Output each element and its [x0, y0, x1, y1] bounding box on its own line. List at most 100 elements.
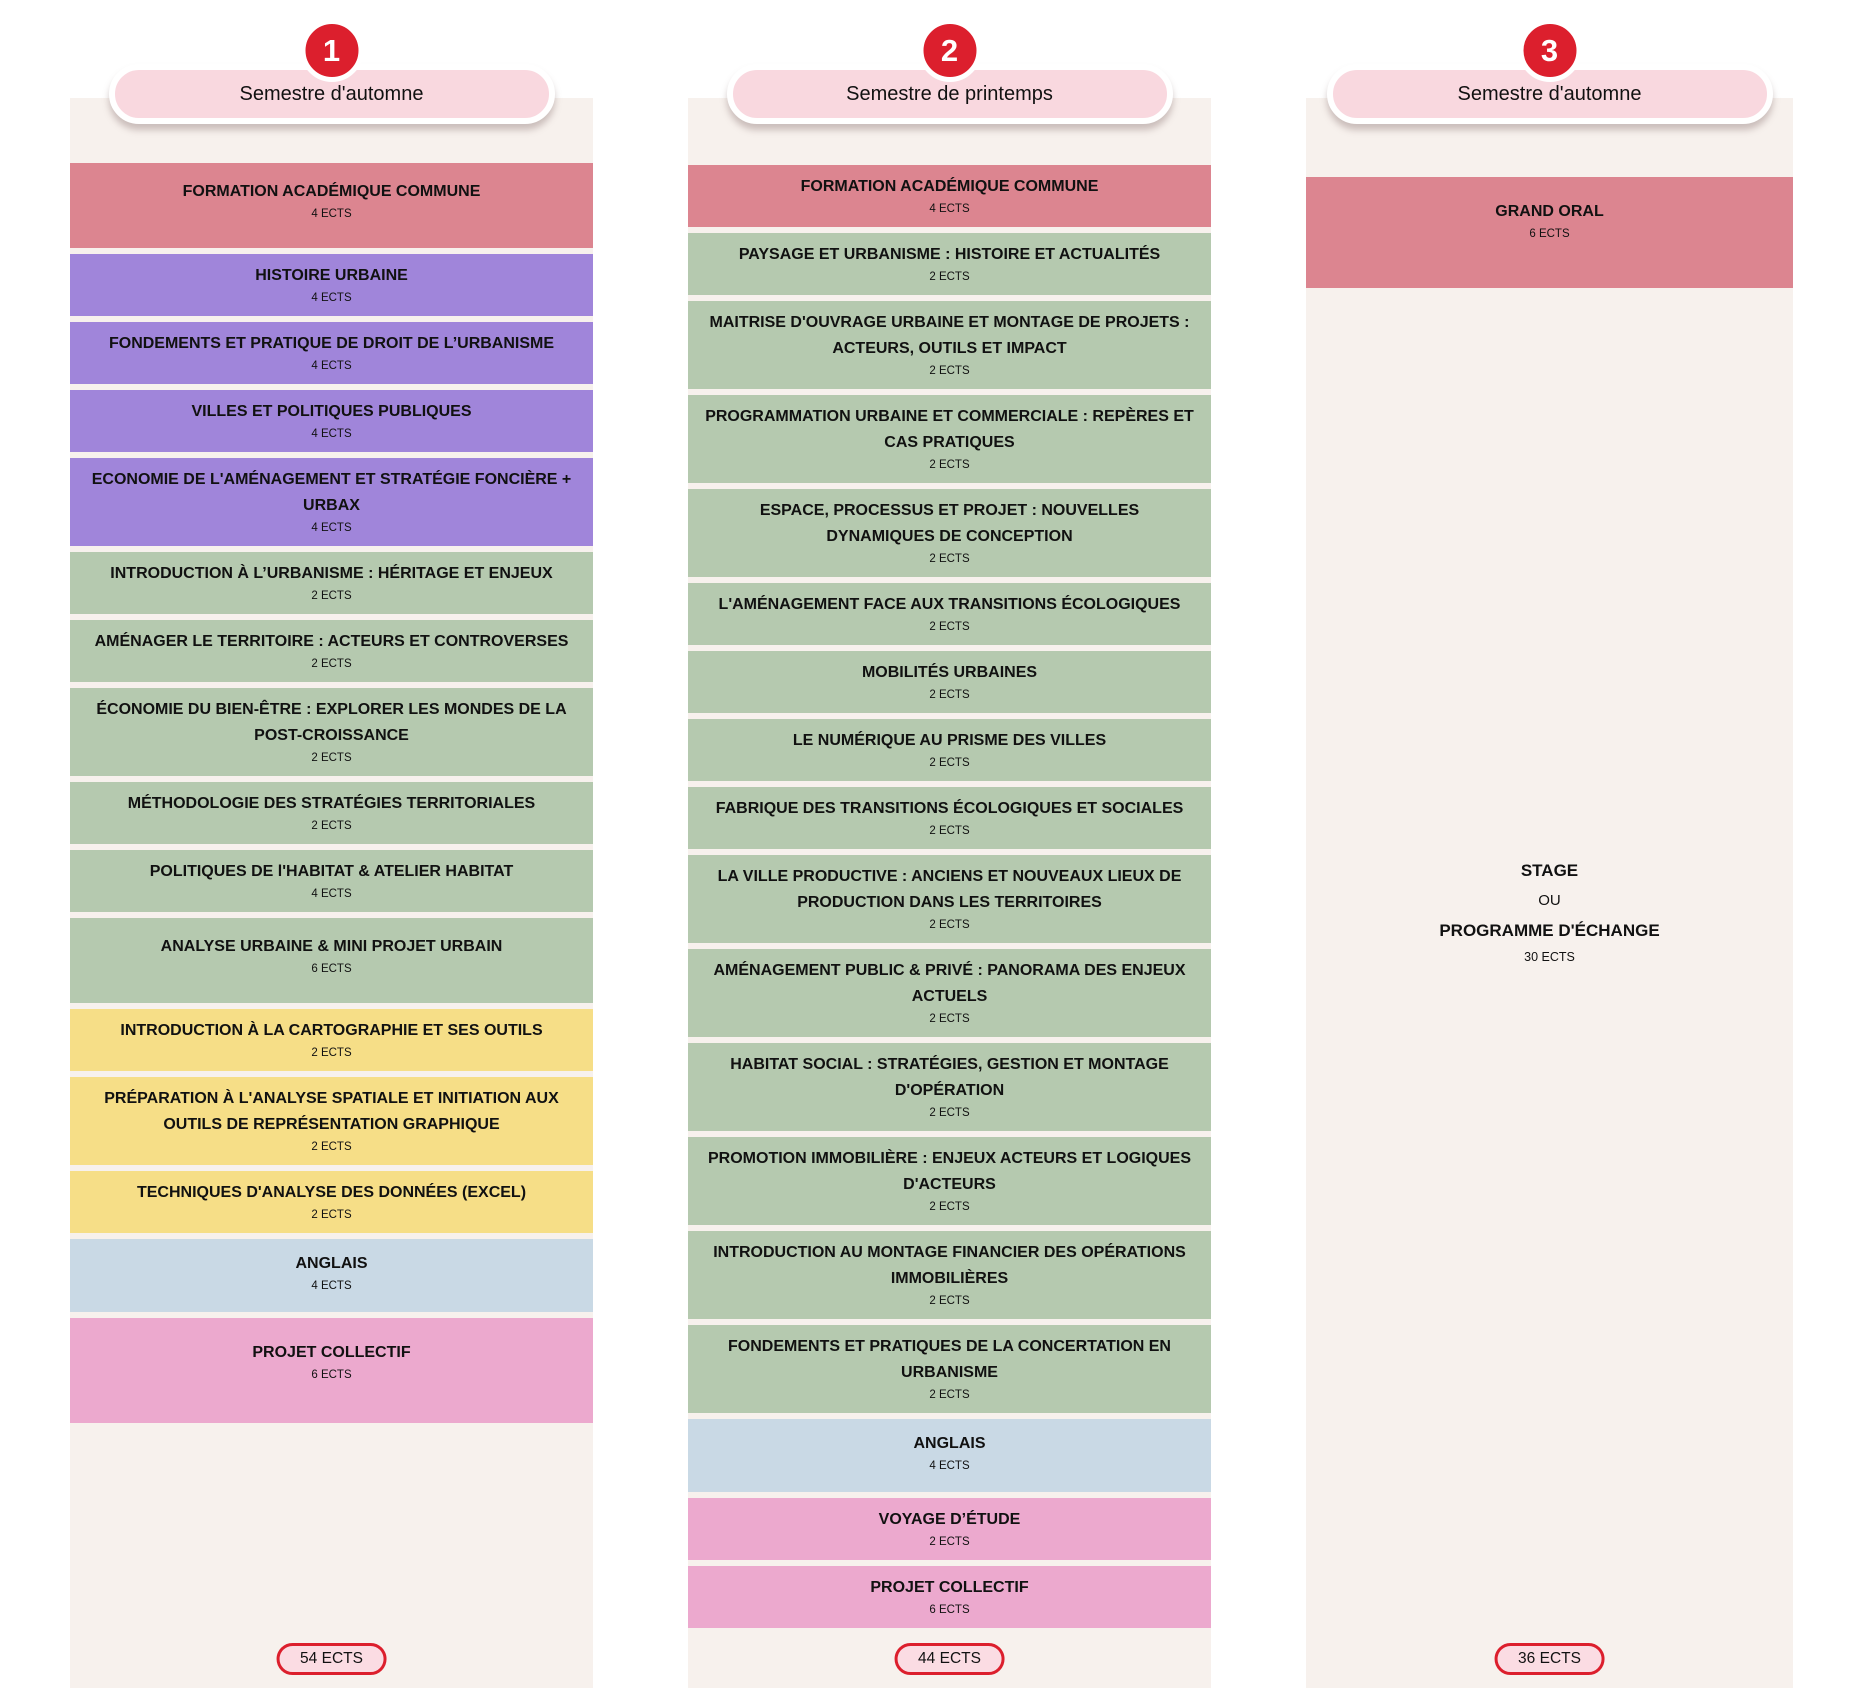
course-block: VOYAGE D’ÉTUDE 2 ECTS	[688, 1498, 1211, 1560]
total-ects-badge: 44 ECTS	[894, 1643, 1005, 1675]
course-ects: 2 ECTS	[929, 825, 970, 837]
course-title: POLITIQUES DE l'HABITAT & ATELIER HABITA…	[149, 863, 514, 880]
course-title: FONDEMENTS ET PRATIQUES DE LA CONCERTATI…	[728, 1338, 1171, 1381]
course-title: PROJET COLLECTIF	[252, 1344, 411, 1361]
course-title: ANGLAIS	[913, 1435, 986, 1452]
course-ects: 6 ECTS	[929, 1604, 970, 1616]
course-block: HABITAT SOCIAL : STRATÉGIES, GESTION ET …	[688, 1043, 1211, 1131]
course-ects: 2 ECTS	[311, 1141, 352, 1153]
course-block: ECONOMIE DE L'AMÉNAGEMENT ET STRATÉGIE F…	[70, 458, 593, 546]
course-title: ESPACE, PROCESSUS ET PROJET : NOUVELLES …	[759, 502, 1140, 545]
course-title: LA VILLE PRODUCTIVE : ANCIENS ET NOUVEAU…	[717, 868, 1182, 911]
course-ects: 2 ECTS	[929, 365, 970, 377]
course-title: INTRODUCTION À LA CARTOGRAPHIE ET SES OU…	[120, 1022, 543, 1039]
course-ects: 4 ECTS	[311, 888, 352, 900]
course-ects: 2 ECTS	[929, 689, 970, 701]
course-title: LE NUMÉRIQUE AU PRISME DES VILLES	[792, 732, 1107, 749]
course-block: AMÉNAGER LE TERRITOIRE : ACTEURS ET CONT…	[70, 620, 593, 682]
course-title: PRÉPARATION À L'ANALYSE SPATIALE ET INIT…	[104, 1090, 559, 1133]
course-ects: 2 ECTS	[311, 1047, 352, 1059]
course-title: PAYSAGE ET URBANISME : HISTOIRE ET ACTUA…	[738, 246, 1161, 263]
course-ects: 4 ECTS	[929, 1460, 970, 1472]
course-block: PROGRAMMATION URBAINE ET COMMERCIALE : R…	[688, 395, 1211, 483]
total-ects-badge: 54 ECTS	[276, 1643, 387, 1675]
course-block: PAYSAGE ET URBANISME : HISTOIRE ET ACTUA…	[688, 233, 1211, 295]
course-ects: 4 ECTS	[311, 360, 352, 372]
course-title: ANALYSE URBAINE & MINI PROJET URBAIN	[160, 938, 503, 955]
stage-option-line: STAGE	[1520, 861, 1579, 880]
course-title: AMÉNAGEMENT PUBLIC & PRIVÉ : PANORAMA DE…	[713, 962, 1186, 1005]
course-block: ANGLAIS 4 ECTS	[688, 1419, 1211, 1492]
course-block: FONDEMENTS ET PRATIQUE DE DROIT DE L’URB…	[70, 322, 593, 384]
course-block: LA VILLE PRODUCTIVE : ANCIENS ET NOUVEAU…	[688, 855, 1211, 943]
course-block: L'AMÉNAGEMENT FACE AUX TRANSITIONS ÉCOLO…	[688, 583, 1211, 645]
course-title: FORMATION ACADÉMIQUE COMMUNE	[182, 183, 481, 200]
course-title: PROMOTION IMMOBILIÈRE : ENJEUX ACTEURS E…	[708, 1150, 1191, 1193]
course-title: MAITRISE D'OUVRAGE URBAINE ET MONTAGE DE…	[709, 314, 1190, 357]
course-block: ESPACE, PROCESSUS ET PROJET : NOUVELLES …	[688, 489, 1211, 577]
course-title: ECONOMIE DE L'AMÉNAGEMENT ET STRATÉGIE F…	[91, 471, 572, 514]
course-title: FORMATION ACADÉMIQUE COMMUNE	[800, 178, 1099, 195]
course-block: MÉTHODOLOGIE DES STRATÉGIES TERRITORIALE…	[70, 782, 593, 844]
course-ects: 6 ECTS	[311, 1369, 352, 1381]
course-title: INTRODUCTION À L’URBANISME : HÉRITAGE ET…	[110, 565, 553, 582]
course-title: INTRODUCTION AU MONTAGE FINANCIER DES OP…	[713, 1244, 1186, 1287]
semester-number-badge: 1	[300, 19, 363, 82]
course-block: INTRODUCTION À LA CARTOGRAPHIE ET SES OU…	[70, 1009, 593, 1071]
course-block: HISTOIRE URBAINE 4 ECTS	[70, 254, 593, 316]
course-title: VOYAGE D’ÉTUDE	[878, 1511, 1021, 1528]
course-block: TECHNIQUES D'ANALYSE DES DONNÉES (EXCEL)…	[70, 1171, 593, 1233]
course-title: ÉCONOMIE DU BIEN-ÊTRE : EXPLORER LES MON…	[96, 701, 567, 744]
course-title: VILLES ET POLITIQUES PUBLIQUES	[191, 403, 472, 420]
course-block: INTRODUCTION AU MONTAGE FINANCIER DES OP…	[688, 1231, 1211, 1319]
course-title: L'AMÉNAGEMENT FACE AUX TRANSITIONS ÉCOLO…	[718, 596, 1181, 613]
course-ects: 2 ECTS	[929, 553, 970, 565]
course-block: AMÉNAGEMENT PUBLIC & PRIVÉ : PANORAMA DE…	[688, 949, 1211, 1037]
course-ects: 2 ECTS	[929, 919, 970, 931]
course-ects: 2 ECTS	[311, 590, 352, 602]
course-ects: 2 ECTS	[311, 1209, 352, 1221]
semester-header-label: Semestre d'automne	[1457, 82, 1642, 105]
course-ects: 2 ECTS	[929, 1389, 970, 1401]
course-title: MOBILITÉS URBAINES	[861, 664, 1038, 681]
course-block: ANGLAIS 4 ECTS	[70, 1239, 593, 1312]
course-block: FONDEMENTS ET PRATIQUES DE LA CONCERTATI…	[688, 1325, 1211, 1413]
semester-number-badge: 2	[918, 19, 981, 82]
stage-option-line: PROGRAMME D'ÉCHANGE	[1439, 921, 1660, 940]
course-ects: 2 ECTS	[929, 1536, 970, 1548]
course-title: FABRIQUE DES TRANSITIONS ÉCOLOGIQUES ET …	[715, 800, 1184, 817]
course-block: FABRIQUE DES TRANSITIONS ÉCOLOGIQUES ET …	[688, 787, 1211, 849]
course-ects: 2 ECTS	[929, 621, 970, 633]
course-ects: 2 ECTS	[929, 1201, 970, 1213]
course-ects: 2 ECTS	[929, 271, 970, 283]
course-ects: 4 ECTS	[311, 1280, 352, 1292]
course-block: MOBILITÉS URBAINES 2 ECTS	[688, 651, 1211, 713]
course-title: ANGLAIS	[295, 1255, 368, 1272]
course-title: HISTOIRE URBAINE	[255, 267, 408, 284]
total-ects-label: 54 ECTS	[300, 1650, 363, 1667]
course-ects: 4 ECTS	[311, 292, 352, 304]
total-ects-label: 36 ECTS	[1518, 1650, 1581, 1667]
total-ects-badge: 36 ECTS	[1494, 1643, 1605, 1675]
course-ects: 2 ECTS	[929, 1295, 970, 1307]
course-ects: 2 ECTS	[311, 658, 352, 670]
semester-number: 2	[940, 32, 959, 68]
